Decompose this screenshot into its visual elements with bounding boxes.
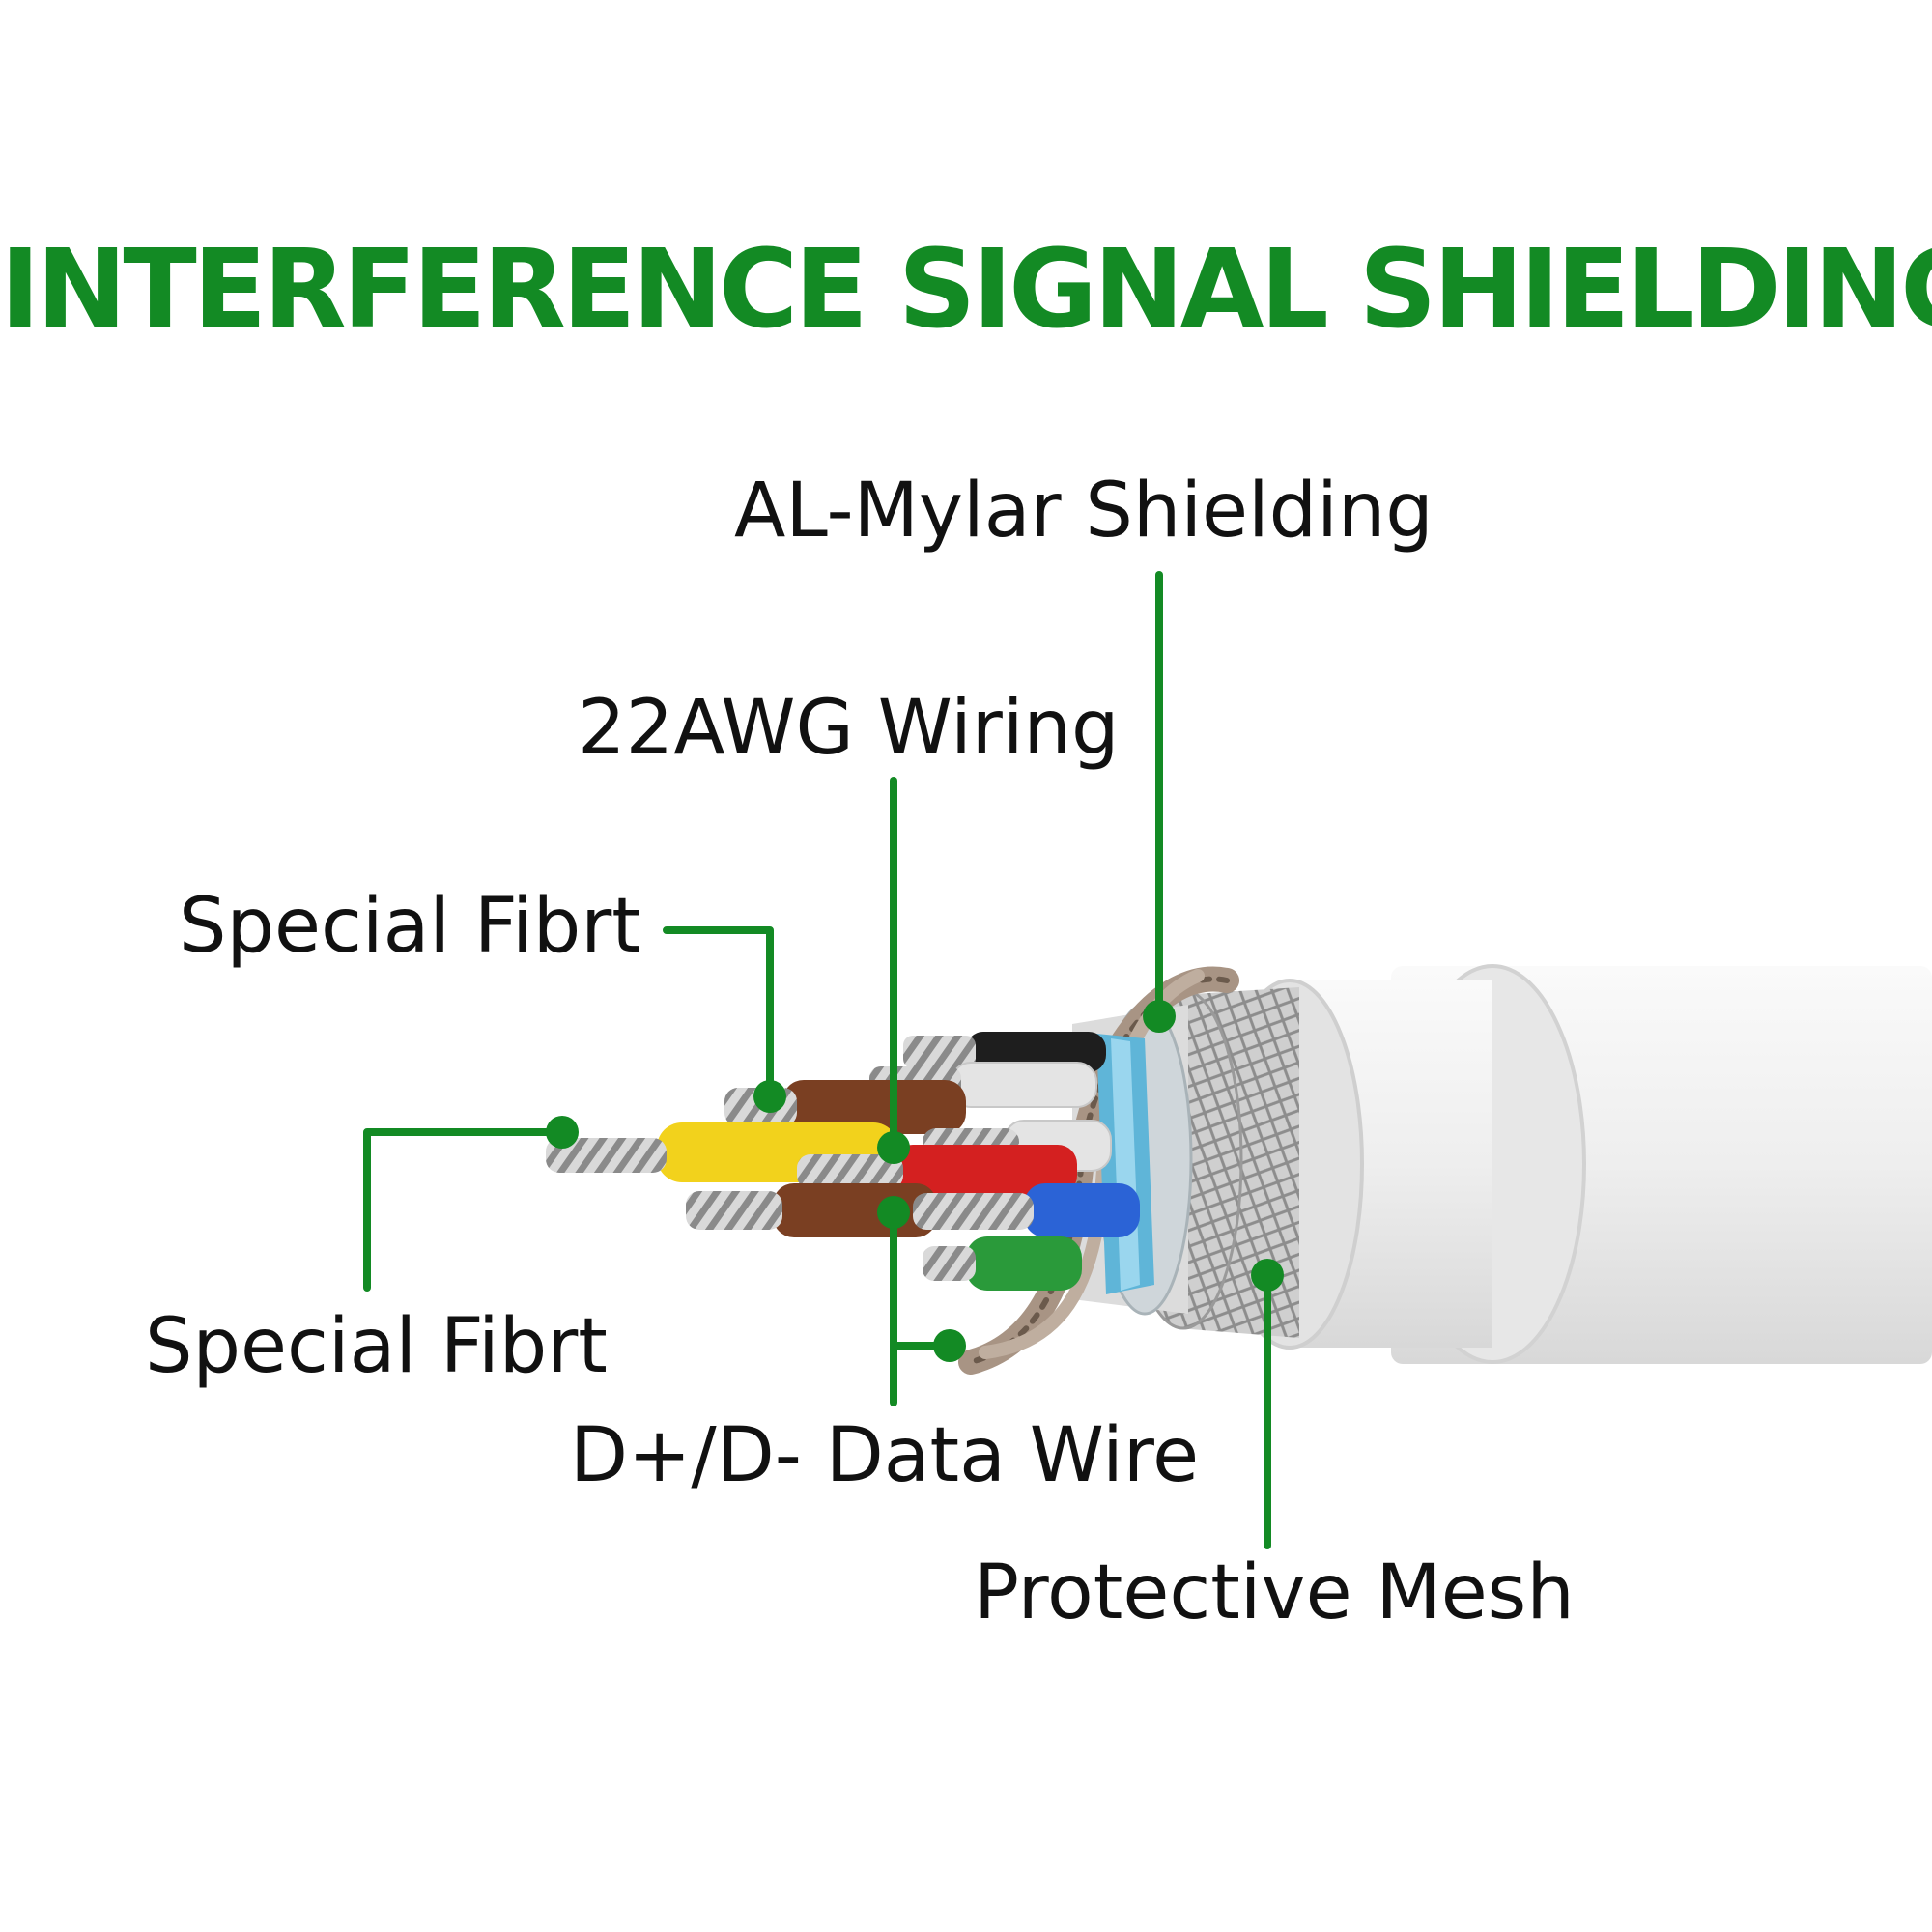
dot-fibrt-top	[753, 1080, 786, 1113]
label-special-fibrt-bottom: Special Fibrt	[145, 1303, 608, 1390]
leader-fibrt-top	[663, 926, 774, 1100]
cable-jacket	[1215, 964, 1932, 1364]
dot-fibrt-bottom	[546, 1116, 579, 1149]
dot-22awg	[877, 1131, 910, 1164]
page-title: INTERFERENCE SIGNAL SHIELDING	[0, 227, 1932, 353]
dot-protective-mesh	[1251, 1259, 1284, 1292]
label-data-wire: D+/D- Data Wire	[570, 1412, 1200, 1499]
dot-al-mylar	[1143, 1000, 1176, 1033]
label-special-fibrt-top: Special Fibrt	[179, 883, 641, 970]
dot-data-wire-a	[877, 1196, 910, 1229]
label-22awg-wiring: 22AWG Wiring	[578, 685, 1120, 772]
callout-leaders	[363, 571, 1271, 1549]
dot-data-wire-b	[933, 1329, 966, 1362]
label-al-mylar-shielding: AL-Mylar Shielding	[734, 468, 1434, 554]
leader-fibrt-bottom	[363, 1128, 566, 1292]
label-protective-mesh: Protective Mesh	[974, 1549, 1575, 1636]
inner-wires	[546, 1032, 1140, 1291]
callout-dots	[546, 1000, 1284, 1362]
leader-data-wire	[890, 1208, 953, 1406]
